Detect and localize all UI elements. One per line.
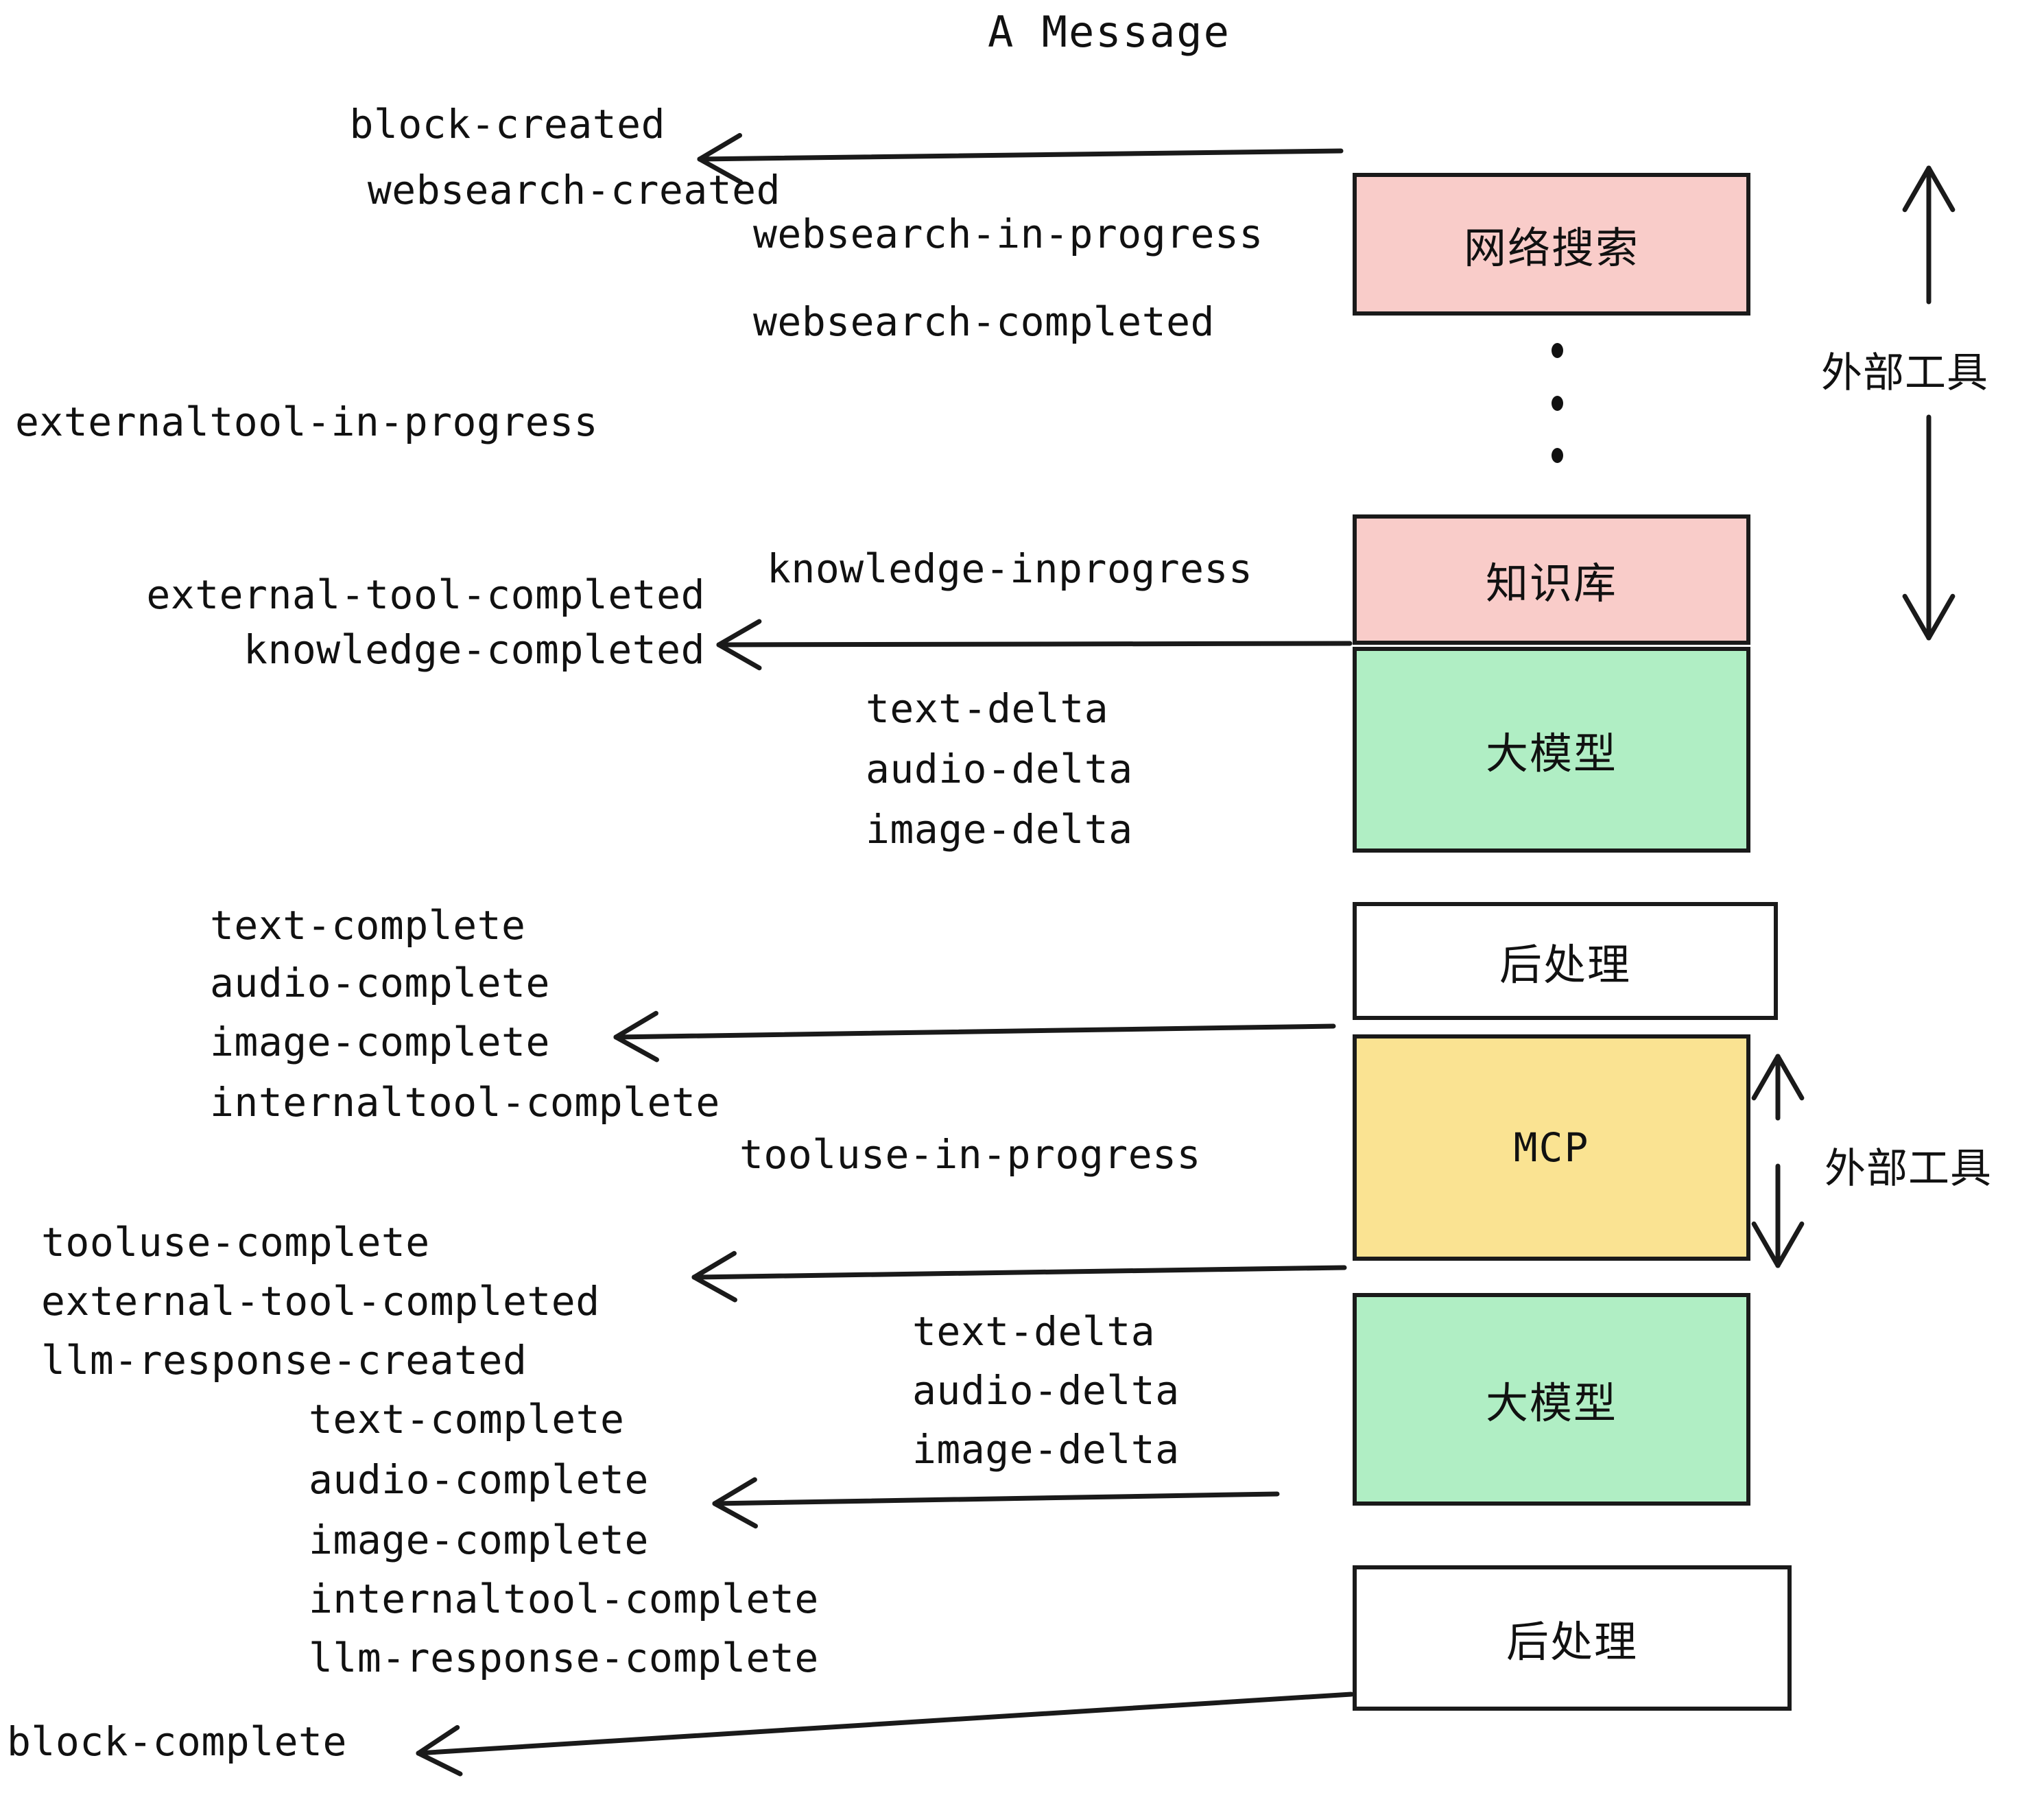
event-label-external-tool-completed-1: external-tool-completed [146,571,705,618]
node-mcp: MCP [1353,1034,1750,1261]
arrow-tooluse-complete-head [691,1250,737,1303]
event-label-audio-complete-2: audio-complete [309,1456,649,1503]
event-label-llm-response-complete: llm-response-complete [309,1635,819,1681]
node-post-top: 后处理 [1353,902,1778,1020]
node-websearch: 网络搜索 [1353,173,1750,316]
node-label: MCP [1513,1124,1590,1171]
ellipsis-dot [1552,395,1563,411]
side-label-external-tools-bottom: 外部工具 [1825,1145,1992,1193]
node-label: 后处理 [1499,940,1631,990]
event-label-knowledge-completed: knowledge-completed [243,626,705,673]
event-label-llm-response-created: llm-response-created [41,1337,527,1384]
event-label-image-delta-1: image-delta [866,806,1133,853]
node-label: 大模型 [1485,1378,1617,1428]
node-llm-top: 大模型 [1353,647,1750,853]
event-label-image-complete-1: image-complete [210,1019,550,1065]
event-label-text-complete-2: text-complete [309,1396,625,1443]
scope-external-tools-bot2-head [1751,1221,1805,1268]
ellipsis-dot [1552,448,1563,463]
arrow-audio-complete-line [712,1491,1280,1506]
node-label: 后处理 [1506,1617,1638,1667]
event-label-websearch-created: websearch-created [367,167,781,213]
scope-external-tools-bottom-head [1751,1054,1805,1101]
event-label-tooluse-complete: tooluse-complete [41,1219,430,1266]
vertical-ellipsis-dots [1552,343,1563,463]
event-label-internaltool-complete-1: internaltool-complete [210,1079,720,1126]
arrow-knowledge-done-line [716,641,1353,648]
page-title: A Message [988,7,1231,57]
event-label-image-delta-2: image-delta [912,1426,1180,1473]
arrow-image-complete-head [613,1010,659,1063]
arrow-block-complete-head [416,1724,463,1777]
event-label-block-created: block-created [349,101,665,147]
event-label-websearch-in-progress: websearch-in-progress [753,211,1263,257]
event-label-external-tool-completed-2: external-tool-completed [41,1278,600,1325]
event-label-audio-complete-1: audio-complete [210,960,550,1006]
node-knowledge: 知识库 [1353,514,1750,645]
event-label-externaltool-in-progress: externaltool-in-progress [15,399,599,445]
arrow-knowledge-done-head [716,619,762,671]
event-label-tooluse-in-progress: tooluse-in-progress [739,1131,1201,1178]
node-label: 大模型 [1485,728,1617,779]
event-label-text-delta-1: text-delta [866,685,1109,732]
arrow-block-complete-line [416,1692,1354,1756]
arrow-tooluse-complete-line [691,1265,1347,1280]
scope-external-tools-top-head [1902,165,1956,213]
arrow-block-created-line [697,148,1344,162]
event-label-text-delta-2: text-delta [912,1308,1156,1355]
arrow-audio-complete-head [712,1477,759,1529]
node-label: 网络搜索 [1463,223,1639,273]
event-label-audio-delta-1: audio-delta [866,746,1133,792]
node-post-bottom: 后处理 [1353,1565,1792,1711]
node-llm-bottom: 大模型 [1353,1293,1750,1506]
event-label-block-complete: block-complete [7,1718,347,1765]
event-label-text-complete-1: text-complete [210,902,526,949]
node-label: 知识库 [1485,558,1617,608]
event-label-audio-delta-2: audio-delta [912,1367,1180,1414]
side-label-external-tools-top: 外部工具 [1821,349,1988,397]
event-label-internaltool-complete-2: internaltool-complete [309,1576,819,1622]
arrow-image-complete-line [613,1023,1336,1040]
event-label-knowledge-inprogress: knowledge-inprogress [767,545,1253,592]
event-label-websearch-completed: websearch-completed [753,298,1215,345]
scope-external-tools-top2-head [1902,593,1956,641]
event-label-image-complete-2: image-complete [309,1517,649,1563]
ellipsis-dot [1552,343,1563,358]
